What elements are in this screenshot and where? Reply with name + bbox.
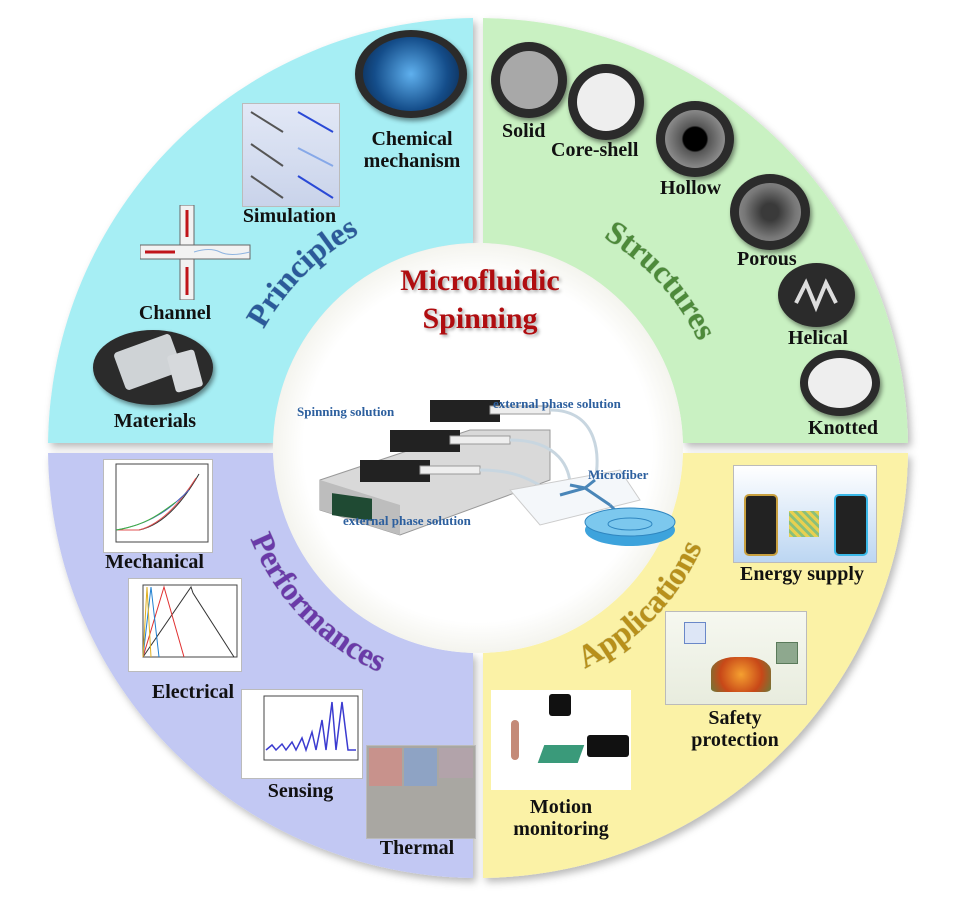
- label-helical: Helical: [788, 327, 848, 349]
- external-phase-bottom-label: external phase solution: [343, 513, 471, 528]
- electrical-gcd-chart: [128, 578, 242, 672]
- microfluidic-chip: [509, 469, 641, 526]
- mechanical-stress-strain-chart: [103, 459, 213, 553]
- knotted-fiber-image: [800, 350, 880, 416]
- core-shell-fiber-image: [568, 64, 644, 140]
- syringe-pump-setup: [319, 400, 676, 546]
- label-thermal: Thermal: [379, 837, 455, 859]
- thermal-image: [366, 745, 476, 839]
- helical-fiber-image: [778, 263, 855, 327]
- label-channel: Channel: [138, 302, 212, 324]
- center-title: Microfluidic Spinning: [330, 262, 630, 338]
- simulation-image: [242, 103, 340, 207]
- syringe-pumps: [360, 400, 551, 482]
- motion-monitoring-image: [491, 690, 631, 790]
- title-line-1: Microfluidic: [400, 264, 560, 297]
- porous-fiber-image: [730, 174, 810, 250]
- label-energy-supply: Energy supply: [740, 563, 864, 585]
- label-simulation: Simulation: [242, 205, 337, 227]
- external-phase-top-label: external phase solution: [493, 396, 621, 411]
- label-materials: Materials: [113, 410, 197, 432]
- sensing-resistance-chart: [241, 689, 363, 779]
- label-chemical-mechanism: Chemical mechanism: [363, 128, 461, 172]
- label-solid: Solid: [502, 120, 546, 142]
- energy-supply-image: [733, 465, 877, 563]
- chemical-mechanism-image: [355, 30, 467, 118]
- petri-dish: [584, 507, 676, 546]
- label-electrical: Electrical: [151, 681, 235, 703]
- materials-image: [93, 330, 213, 405]
- label-safety-protection: Safety protection: [691, 707, 779, 751]
- title-line-2: Spinning: [422, 302, 538, 335]
- label-motion-monitoring: Motion monitoring: [513, 796, 609, 840]
- label-hollow: Hollow: [660, 177, 722, 199]
- label-core-shell: Core-shell: [551, 139, 639, 161]
- label-knotted: Knotted: [808, 417, 878, 439]
- hollow-fiber-image: [656, 101, 734, 177]
- label-porous: Porous: [737, 248, 797, 270]
- label-sensing: Sensing: [267, 780, 334, 802]
- microfiber-label: Microfiber: [588, 467, 649, 482]
- channel-diagram: [140, 205, 251, 300]
- safety-protection-image: [665, 611, 807, 705]
- pump-base: [319, 429, 551, 536]
- label-mechanical: Mechanical: [105, 551, 204, 573]
- solid-fiber-image: [491, 42, 567, 118]
- spinning-solution-label: Spinning solution: [297, 404, 395, 419]
